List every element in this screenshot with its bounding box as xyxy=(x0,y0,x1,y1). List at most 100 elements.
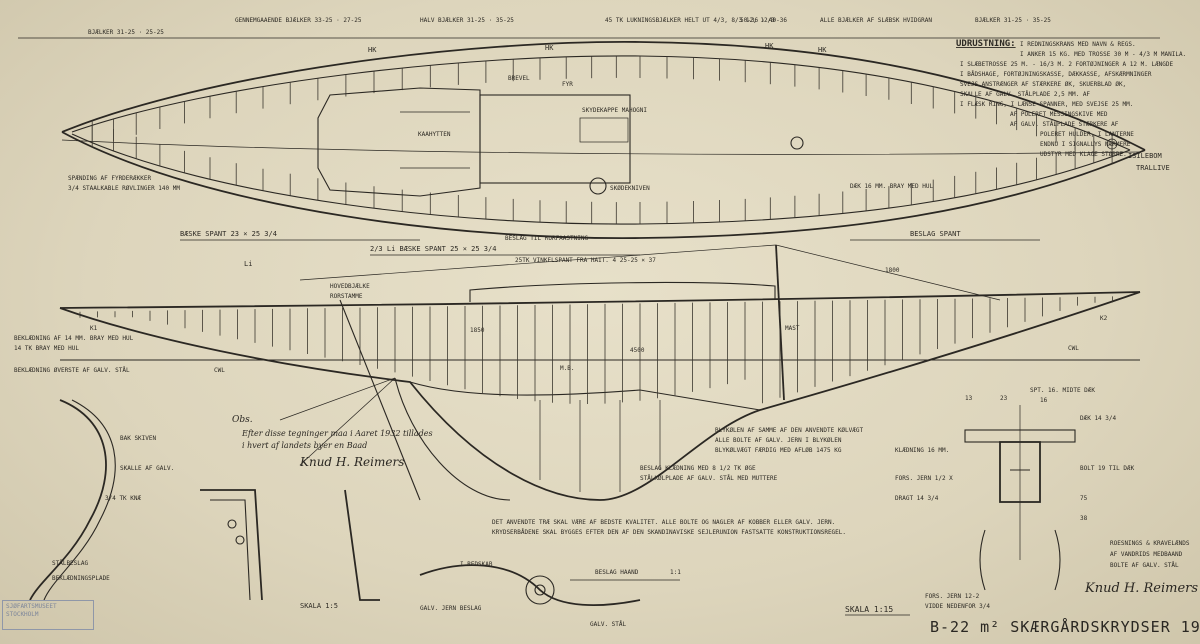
detail-dim-13: 13 xyxy=(965,395,973,402)
header-label-alle: ALLE BJÆLKER AF SLÆBSK HVIDGRAN xyxy=(820,17,932,24)
plan-sheer-upper xyxy=(61,41,1146,151)
backstay xyxy=(299,244,777,281)
stamp-line-2: STOCKHOLM xyxy=(6,611,39,618)
plan-label-brevel: BREVEL xyxy=(508,75,530,82)
equipment-line-3: I BÅDSHAGE, FORTØJNINGSKASSE, DÆKKASSE, … xyxy=(960,71,1152,78)
plan-sheer-lower xyxy=(61,131,1146,239)
plan-hk-3: HK xyxy=(765,42,774,50)
plan-centerline xyxy=(61,139,1141,155)
bottom-center-label-3: GALV. STÅL xyxy=(590,621,627,628)
detail-hardware: BESLAG HAAND 1:1 GALV. STÅL GALV. JERN B… xyxy=(419,561,681,628)
profile-label-hovedbjaelke: HOVEDBJÆLKE xyxy=(330,283,370,290)
detail-right-label-3: BOLT 19 TIL DÆK xyxy=(1080,465,1135,472)
detail-left-label-2: SKALLE AF GALV. xyxy=(120,465,174,472)
hatch-circle xyxy=(589,177,607,195)
bottom-right-label-5: BOLTE AF GALV. STÅL xyxy=(1110,562,1179,569)
profile-view: BÆSKE SPANT 23 × 25 3/4 2/3 Li BÆSKE SPA… xyxy=(59,230,1141,501)
detail-knee: SKALA 1:5 xyxy=(200,489,380,610)
detail-dim-23: 23 xyxy=(1000,395,1008,402)
equipment-side-isilebom: ISILEBOM xyxy=(1128,152,1162,160)
rudder-stock xyxy=(339,299,421,501)
bottom-center-label-4: GALV. JERN BESLAG xyxy=(420,605,482,612)
plan-deck-lower xyxy=(71,133,1131,225)
cabin-roof xyxy=(469,281,776,302)
leader-rudder-1 xyxy=(279,377,396,421)
plan-label-skydekappe: SKYDEKAPPE MAHOGNI xyxy=(582,107,647,114)
note-keel-2: ALLE BOLTE AF GALV. JERN I BLYKØLEN xyxy=(715,437,842,444)
stem-section-outer xyxy=(29,399,107,601)
header-label-bjaelker-left: BJÆLKER 31-25 · 25-25 xyxy=(88,29,164,36)
equipment-side-trallive: TRALLIVE xyxy=(1136,164,1170,172)
mast xyxy=(775,244,785,401)
cockpit-outline xyxy=(317,87,481,197)
bottom-right-label-1: FORS. JERN 12-2 xyxy=(925,593,980,600)
note-left-2: 14 TK BRAY MED HUL xyxy=(14,345,79,352)
equipment-line-10: ENDNU I SIGNALLYS NÆRMERE xyxy=(1040,141,1131,148)
detail-left-label-5: BEKLÆDNINGSPLADE xyxy=(52,575,110,582)
plan-view: HK HK HK HK SKYDEKAPPE MAHOGNI KAAHYTTEN… xyxy=(61,41,1146,242)
frame-section xyxy=(344,489,380,601)
museum-stamp: SJØFARTSMUSEET STOCKHOLM xyxy=(2,600,94,630)
chain-link-1 xyxy=(979,529,986,591)
equipment-line-7: AF POLERET MESSINGSKIVE MED xyxy=(1010,111,1108,118)
profile-frames xyxy=(79,296,1113,404)
profile-hull-bottom xyxy=(59,291,1141,501)
profile-label-spant-left: BÆSKE SPANT 23 × 25 3/4 xyxy=(180,230,277,238)
equipment-heading: UDRUSTNING: xyxy=(956,39,1016,49)
detail-right-label-2: DÆK 14 3/4 xyxy=(1080,415,1117,422)
fitting-shackle xyxy=(525,575,555,605)
handwritten-obs: Obs. xyxy=(232,415,253,425)
forestay xyxy=(775,244,1001,301)
profile-dim-1850: 1850 xyxy=(470,327,485,334)
detail-right-label-1: SPT. 16. MIDTE DÆK xyxy=(1030,387,1095,394)
equipment-line-9: POLERET HULDER, I LANTERNE xyxy=(1040,131,1134,138)
note-left-1: BEKLÆDNING AF 14 MM. BRAY MED HUL xyxy=(14,335,134,342)
equipment-line-5: SKALLE AF GALV. STÅLPLADE 2,5 MM. AF xyxy=(960,91,1090,98)
note-keel-3: BLYKØLVÆGT FÆRDIG MED AFLØB 1475 KG xyxy=(715,447,842,454)
equipment-line-11: UDSTYR MED KLAGE STØRRE. xyxy=(1040,151,1127,158)
equipment-line-1: I ANKER 15 KG. MED TROSSE 30 M - 4/3 M M… xyxy=(1020,51,1186,58)
bottom-center-label-1: BESLAG HAAND xyxy=(595,569,639,576)
knee-outer xyxy=(200,489,263,601)
bottom-right-label-3: ROESNINGS & KRAVELÆNDS xyxy=(1110,540,1190,547)
cockpit-benches xyxy=(400,111,470,169)
profile-label-spant-top: 25TK VINKELSPANT FRA HAIT. 4 25-25 × 37 xyxy=(515,257,656,264)
profile-dim-4500: 4500 xyxy=(630,347,645,354)
detail-left-label-3: 3/4 TK KNÆ xyxy=(105,495,142,502)
header-label-gennemgaaende: GENNEMGAAENDE BJÆLKER 33-25 · 27-25 xyxy=(235,17,362,24)
plan-deck-beams xyxy=(91,55,1113,225)
plan-deck-upper xyxy=(71,55,1131,151)
knee-bolt-1 xyxy=(227,519,237,529)
header-label-halv: HALV BJÆLKER 31-25 · 35-25 xyxy=(420,17,514,24)
cabin-outline xyxy=(479,94,631,184)
profile-label-mb: M.B. xyxy=(560,365,574,372)
detail-left-stem: BAK SKIVEN SKALLE AF GALV. 3/4 TK KNÆ ST… xyxy=(29,399,174,601)
plan-label-skodeknivet: SKØDEKNIVEN xyxy=(610,185,650,192)
knee-bolt-2 xyxy=(235,535,245,545)
knee-inner xyxy=(210,499,251,601)
profile-label-cwl-1: CWL xyxy=(214,367,225,374)
plan-label-kaahytten: KAAHYTTEN xyxy=(418,131,451,138)
detail-right-label-6: DRAGT 14 3/4 xyxy=(895,495,939,502)
plan-label-fyr: FYR xyxy=(562,81,573,88)
fitting-pin xyxy=(534,584,546,596)
plan-label-note: 3/4 STAALKABLE RØVLINGER 140 MM xyxy=(68,185,180,192)
signature-left: Knud H. Reimers xyxy=(299,455,404,469)
plan-hk-4: HK xyxy=(818,46,827,54)
detail-dim-16: 16 xyxy=(1040,397,1048,404)
equipment-list: UDRUSTNING: I REDNINGSKRANS MED NAVN & R… xyxy=(956,39,1186,172)
handwritten-line-1: Efter disse tegninger maa i Aaret 1932 t… xyxy=(241,429,433,438)
profile-label-li: Li xyxy=(244,260,252,268)
plan-label-trapez: SPÆNDING AF FYRDERÆKKER xyxy=(68,175,151,182)
equipment-line-0: I REDNINGSKRANS MED NAVN & REGS. xyxy=(1020,41,1136,48)
detail-right-label-4: KLÆDNING 16 MM. xyxy=(895,447,949,454)
profile-label-k2: K2 xyxy=(1100,315,1108,322)
bow-fitting xyxy=(1106,138,1118,150)
bottom-center-label-5: I REDSKAB xyxy=(460,561,493,568)
header-label-bjaelker-right: BJÆLKER 31-25 · 35-25 xyxy=(975,17,1051,24)
handwritten-line-2: i hvert af landets byer en Baad xyxy=(242,441,367,450)
skylight xyxy=(579,117,629,143)
note-center-1: BESLAG KLÆDNING MED 8 1/2 TK ØGE xyxy=(640,465,756,472)
plan-hk-2: HK xyxy=(545,44,554,52)
